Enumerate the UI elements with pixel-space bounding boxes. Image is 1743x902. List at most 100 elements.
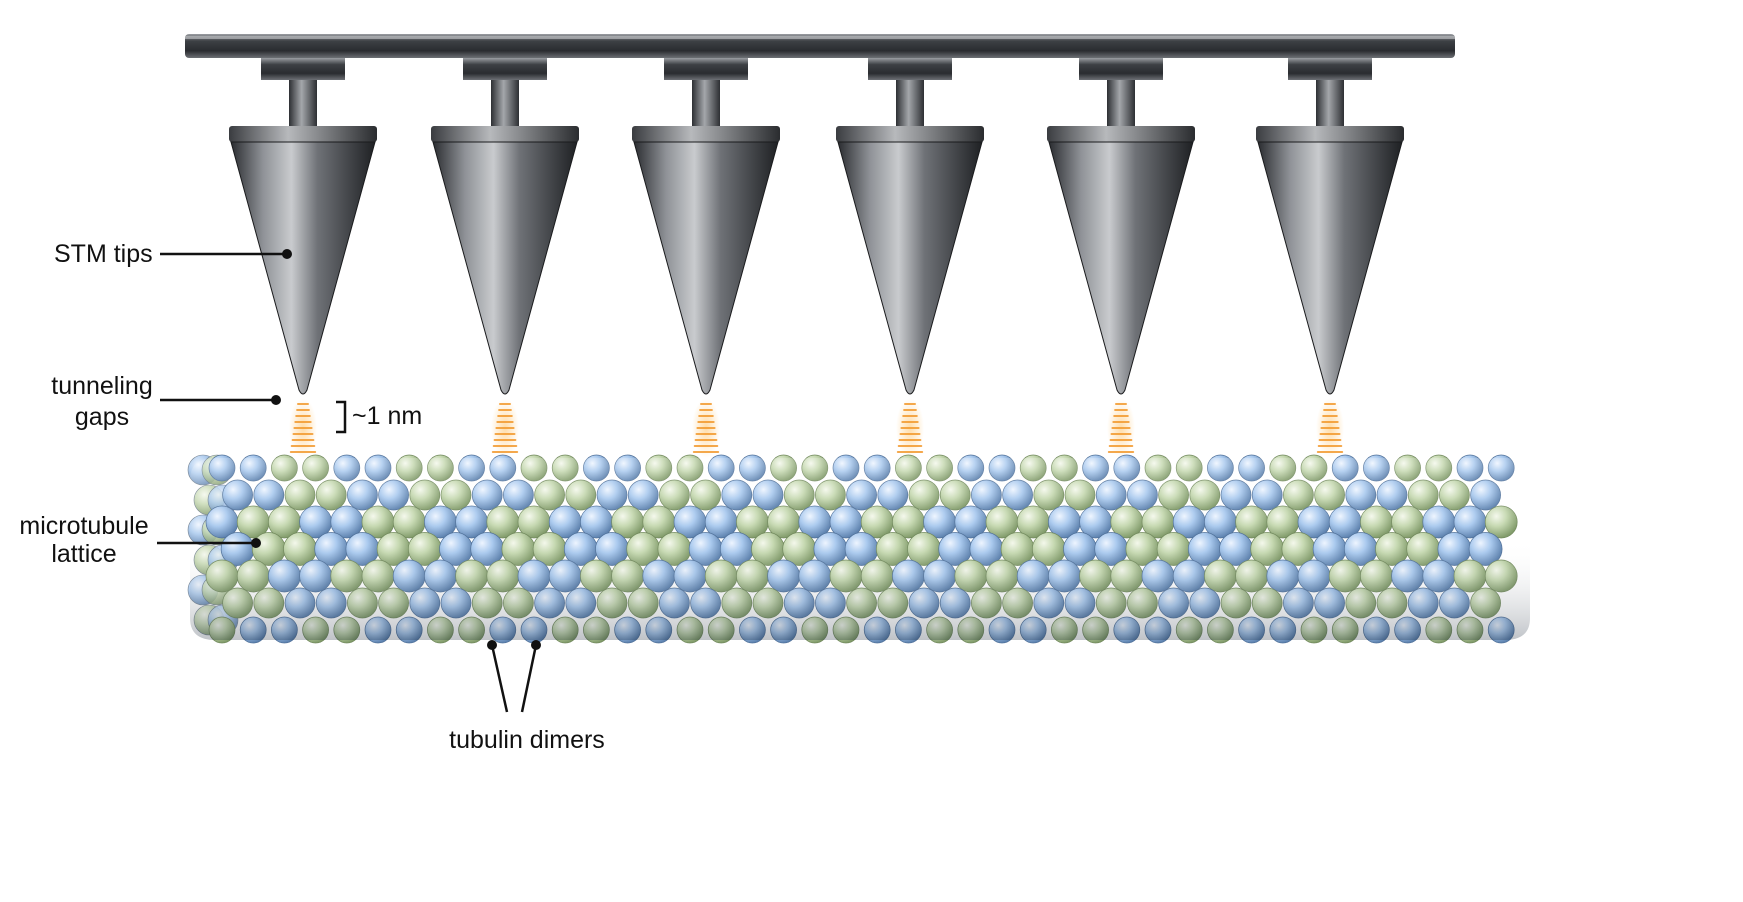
beta-tubulin-subunit (877, 587, 909, 619)
beta-tubulin-subunit (378, 587, 409, 619)
alpha-tubulin-subunit (1127, 479, 1158, 511)
beta-tubulin-subunit (1158, 479, 1189, 511)
beta-tubulin-subunit (520, 454, 548, 482)
stm-tip (229, 58, 377, 395)
tip-mount (1288, 58, 1372, 80)
alpha-tubulin-subunit (752, 479, 784, 511)
alpha-tubulin-subunit (1113, 616, 1141, 644)
alpha-tubulin-subunit (783, 587, 815, 619)
alpha-tubulin-subunit (971, 479, 1002, 511)
annotation-lines (157, 252, 538, 713)
beta-tubulin-subunit (676, 616, 704, 644)
alpha-tubulin-subunit (517, 559, 551, 593)
beta-tubulin-subunit (736, 559, 769, 593)
alpha-tubulin-subunit (673, 559, 707, 593)
beta-tubulin-subunit (829, 559, 863, 593)
beta-tubulin-subunit (1331, 616, 1359, 644)
alpha-tubulin-subunit (1345, 479, 1377, 511)
alpha-tubulin-subunit (1002, 479, 1033, 511)
alpha-tubulin-subunit (489, 454, 517, 482)
alpha-tubulin-subunit (1363, 616, 1390, 644)
beta-tubulin-subunit (1235, 559, 1268, 593)
alpha-tubulin-subunit (739, 616, 766, 644)
alpha-tubulin-subunit (1283, 587, 1314, 619)
tunneling-gap (1107, 398, 1135, 458)
beta-tubulin-subunit (458, 616, 485, 644)
alpha-tubulin-subunit (1470, 479, 1501, 511)
beta-tubulin-subunit (957, 616, 985, 644)
alpha-tubulin-subunit (299, 559, 332, 593)
alpha-tubulin-subunit (627, 479, 659, 511)
stm-tip-array (229, 58, 1404, 395)
alpha-tubulin-subunit (923, 559, 956, 593)
alpha-tubulin-subunit (1422, 559, 1456, 593)
beta-tubulin-subunit (832, 616, 860, 644)
alpha-tubulin-subunit (1439, 587, 1470, 619)
beta-tubulin-subunit (1360, 559, 1393, 593)
beta-tubulin-subunit (1051, 616, 1078, 644)
beta-tubulin-subunit (271, 454, 298, 482)
beta-tubulin-subunit (253, 587, 285, 619)
alpha-tubulin-subunit (1033, 587, 1065, 619)
alpha-tubulin-subunit (1082, 454, 1109, 482)
beta-tubulin-subunit (1425, 454, 1453, 482)
stm-tip (1047, 58, 1195, 395)
beta-tubulin-subunit (440, 479, 472, 511)
beta-tubulin-subunit (908, 479, 940, 511)
alpha-tubulin-subunit (690, 587, 721, 619)
alpha-tubulin-subunit (1064, 587, 1096, 619)
beta-tubulin-subunit (676, 454, 704, 482)
beta-tubulin-subunit (1220, 587, 1252, 619)
tunneling-gap-array (289, 398, 1344, 458)
tubulin-leader-beta (520, 644, 538, 713)
beta-tubulin-subunit (1207, 616, 1234, 644)
beta-tubulin-subunit (1127, 587, 1158, 619)
beta-tubulin-subunit (427, 454, 454, 482)
alpha-tubulin-subunit (1113, 454, 1141, 482)
alpha-tubulin-subunit (347, 479, 378, 511)
alpha-tubulin-subunit (832, 454, 860, 482)
alpha-tubulin-subunit (957, 454, 985, 482)
tunneling-gap (896, 398, 924, 458)
tip-stem (692, 80, 720, 126)
alpha-tubulin-subunit (1019, 616, 1047, 644)
tip-mount (1079, 58, 1163, 80)
beta-tubulin-subunit (815, 479, 846, 511)
alpha-tubulin-subunit (863, 454, 891, 482)
alpha-tubulin-subunit (471, 479, 503, 511)
alpha-tubulin-subunit (208, 454, 236, 482)
alpha-tubulin-subunit (1238, 616, 1265, 644)
alpha-tubulin-subunit (1487, 454, 1515, 482)
tip-stem (1107, 80, 1135, 126)
tip-cone (230, 141, 376, 395)
alpha-tubulin-subunit (1172, 559, 1206, 593)
beta-tubulin-subunit (1002, 587, 1033, 619)
alpha-tubulin-subunit (1394, 616, 1421, 644)
beta-tubulin-subunit (627, 587, 659, 619)
beta-tubulin-subunit (208, 616, 236, 644)
alpha-tubulin-subunit (877, 479, 909, 511)
alpha-tubulin-subunit (1189, 587, 1221, 619)
beta-tubulin-subunit (302, 454, 329, 482)
beta-tubulin-subunit (1328, 559, 1362, 593)
beta-tubulin-subunit (954, 559, 988, 593)
gap-bracket (336, 400, 347, 434)
beta-tubulin-subunit (645, 454, 673, 482)
beta-tubulin-subunit (659, 479, 690, 511)
alpha-tubulin-subunit (489, 616, 517, 644)
alpha-tubulin-subunit (1048, 559, 1081, 593)
alpha-tubulin-subunit (284, 587, 316, 619)
alpha-tubulin-subunit (1314, 587, 1345, 619)
beta-tubulin-subunit (860, 559, 894, 593)
alpha-tubulin-subunit (645, 616, 673, 644)
alpha-tubulin-subunit (239, 454, 267, 482)
beta-tubulin-subunit (1300, 454, 1328, 482)
tip-mount (261, 58, 345, 80)
microtubule-lattice (205, 454, 1518, 644)
alpha-tubulin-subunit (939, 587, 971, 619)
beta-tubulin-subunit (455, 559, 488, 593)
beta-tubulin-subunit (205, 559, 239, 593)
beta-tubulin-subunit (551, 454, 579, 482)
beta-tubulin-subunit (471, 587, 503, 619)
microtubule-label-line2: lattice (51, 540, 116, 568)
